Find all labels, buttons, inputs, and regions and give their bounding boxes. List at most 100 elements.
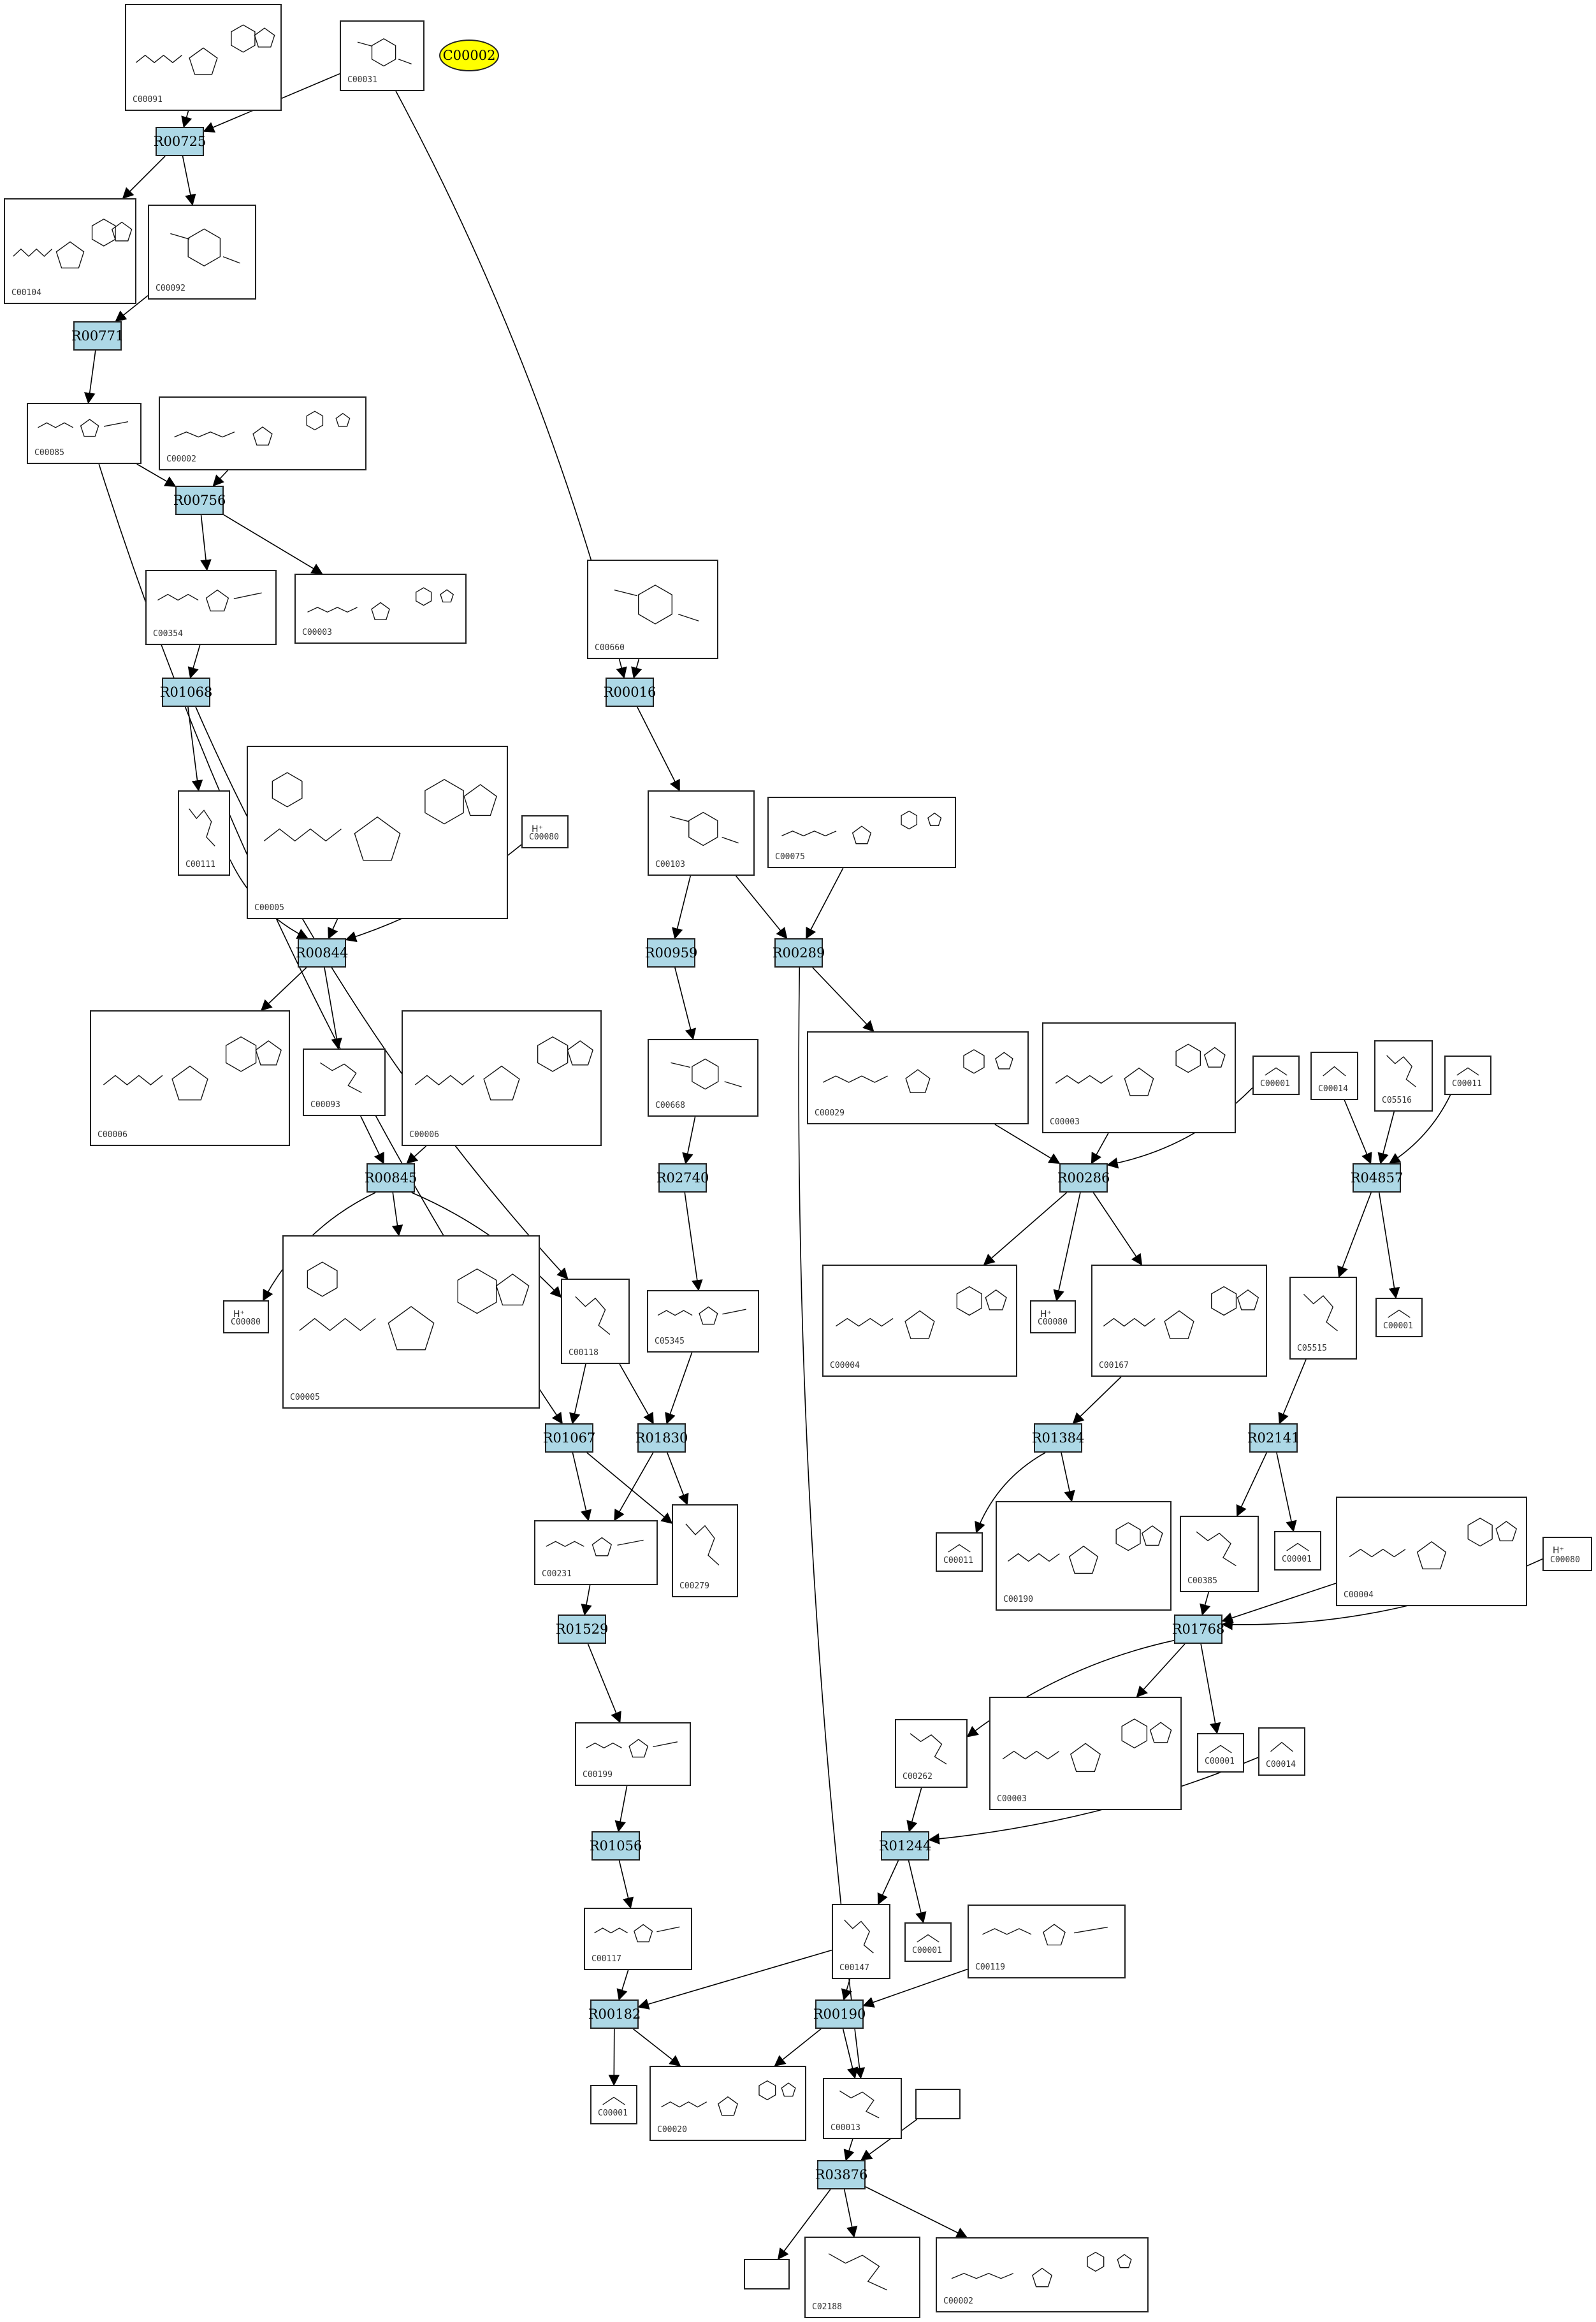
compound-c00279[interactable]: C00279 — [672, 1504, 738, 1597]
compound-c00147[interactable]: C00147 — [832, 1904, 890, 1979]
compound-blank2[interactable] — [744, 2259, 790, 2289]
reaction-r01830[interactable]: R01830 — [635, 1423, 688, 1453]
compound-c00004a[interactable]: C00004 — [822, 1265, 1017, 1377]
compound-c00080a[interactable]: H⁺C00080 — [521, 815, 569, 848]
reaction-r02740[interactable]: R02740 — [657, 1163, 709, 1193]
compound-c00354[interactable]: C00354 — [145, 570, 277, 645]
edge-R01068-to-c00118 — [195, 706, 569, 1280]
compound-id-label: C00011 — [1452, 1079, 1482, 1089]
compound-c05516[interactable]: C05516 — [1374, 1040, 1433, 1112]
compound-c00029[interactable]: C00029 — [807, 1031, 1029, 1124]
compound-c00003b[interactable]: C00003 — [1042, 1022, 1236, 1133]
edge-c00119-to-R00190 — [862, 1968, 968, 2008]
edge-R00286-to-c00167 — [1092, 1192, 1143, 1266]
edge-R02141-to-c00385 — [1236, 1452, 1268, 1517]
reaction-r01244[interactable]: R01244 — [879, 1831, 931, 1861]
edge-R03876-to-c02188 — [843, 2189, 858, 2238]
compound-c00002b[interactable]: C00002 — [936, 2237, 1149, 2312]
compound-c00231[interactable]: C00231 — [534, 1520, 658, 1585]
reaction-r01529[interactable]: R01529 — [556, 1615, 608, 1644]
reaction-r01768[interactable]: R01768 — [1172, 1615, 1224, 1644]
reaction-r00016[interactable]: R00016 — [604, 678, 656, 707]
compound-c00167[interactable]: C00167 — [1091, 1265, 1267, 1377]
compound-c00006a[interactable]: C00006 — [90, 1010, 290, 1146]
structure-drawing — [299, 1261, 530, 1351]
compound-c00091[interactable]: C00091 — [125, 4, 282, 111]
edge-R01830-to-c00231 — [614, 1452, 654, 1521]
structure-drawing — [1002, 1718, 1172, 1773]
compound-c00085[interactable]: C00085 — [27, 403, 141, 464]
compound-c00093[interactable]: C00093 — [303, 1049, 386, 1116]
reaction-r03876[interactable]: R03876 — [815, 2160, 867, 2189]
structure-drawing — [828, 2253, 888, 2291]
reaction-r00844[interactable]: R00844 — [296, 938, 348, 968]
compound-c00111[interactable]: C00111 — [178, 790, 230, 876]
reaction-r00286[interactable]: R00286 — [1057, 1163, 1110, 1193]
compound-c00006b[interactable]: C00006 — [402, 1010, 602, 1146]
compound-c00011a[interactable]: C00011 — [1444, 1056, 1491, 1095]
compound-c00117[interactable]: C00117 — [584, 1908, 692, 1970]
reaction-r02141[interactable]: R02141 — [1247, 1423, 1300, 1453]
structure-drawing — [781, 810, 942, 845]
compound-c05345[interactable]: C05345 — [647, 1290, 759, 1353]
compound-id-label: C00001 — [1205, 1757, 1235, 1766]
reaction-r00959[interactable]: R00959 — [645, 938, 697, 968]
compound-id-label: C05515 — [1297, 1344, 1327, 1353]
compound-c00013[interactable]: C00013 — [823, 2078, 902, 2139]
compound-c00005a[interactable]: C00005 — [247, 746, 508, 919]
compound-c00104[interactable]: C00104 — [4, 198, 136, 304]
compound-c00031[interactable]: C00031 — [340, 20, 424, 91]
structure-drawing — [415, 1036, 593, 1101]
legend-compound-oval[interactable]: C00002 — [439, 40, 499, 71]
compound-c00119[interactable]: C00119 — [968, 1905, 1126, 1978]
compound-c00080b[interactable]: H⁺C00080 — [223, 1300, 269, 1333]
compound-c00075[interactable]: C00075 — [767, 797, 956, 868]
reaction-r04857[interactable]: R04857 — [1351, 1163, 1403, 1193]
reaction-r00845[interactable]: R00845 — [365, 1163, 417, 1193]
compound-c00020[interactable]: C00020 — [649, 2066, 806, 2141]
reaction-r01384[interactable]: R01384 — [1032, 1423, 1084, 1453]
compound-c00103[interactable]: C00103 — [648, 790, 755, 876]
compound-c00080d[interactable]: H⁺C00080 — [1542, 1537, 1592, 1571]
compound-c00668[interactable]: C00668 — [648, 1039, 758, 1117]
compound-c00001d[interactable]: C00001 — [1197, 1733, 1244, 1773]
structure-drawing — [157, 589, 262, 612]
compound-c00001e[interactable]: C00001 — [904, 1922, 952, 1962]
edge-R01244-to-c00147 — [877, 1860, 899, 1905]
compound-c00005b[interactable]: C00005 — [282, 1235, 540, 1409]
compound-c00001f[interactable]: C00001 — [590, 2085, 637, 2124]
reaction-r00289[interactable]: R00289 — [773, 938, 825, 968]
compound-c00001b[interactable]: C00001 — [1375, 1298, 1423, 1337]
structure-drawing — [917, 1934, 939, 1943]
reaction-r00190[interactable]: R00190 — [813, 1999, 866, 2029]
structure-drawing — [1209, 1745, 1232, 1753]
compound-c00014a[interactable]: C00014 — [1310, 1052, 1358, 1100]
reaction-r01068[interactable]: R01068 — [160, 678, 212, 707]
compound-c00262[interactable]: C00262 — [895, 1719, 968, 1788]
reaction-r00756[interactable]: R00756 — [173, 486, 226, 515]
compound-c00004b[interactable]: C00004 — [1336, 1497, 1527, 1606]
compound-c00003a[interactable]: C00003 — [294, 574, 467, 644]
compound-c02188[interactable]: C02188 — [804, 2237, 920, 2318]
compound-c00002a[interactable]: C00002 — [159, 396, 366, 470]
compound-c00080c[interactable]: H⁺C00080 — [1030, 1300, 1076, 1333]
compound-c00199[interactable]: C00199 — [575, 1722, 691, 1786]
compound-c00001c[interactable]: C00001 — [1274, 1531, 1321, 1571]
compound-c00660[interactable]: C00660 — [587, 560, 718, 659]
compound-c00092[interactable]: C00092 — [148, 205, 256, 300]
reaction-r00771[interactable]: R00771 — [71, 321, 124, 351]
compound-blank1[interactable] — [915, 2089, 961, 2119]
compound-c00001a[interactable]: C00001 — [1252, 1056, 1300, 1095]
compound-c00118[interactable]: C00118 — [561, 1279, 630, 1364]
edge-R00725-to-c00104 — [122, 156, 166, 200]
reaction-r00725[interactable]: R00725 — [154, 127, 206, 156]
compound-c05515[interactable]: C05515 — [1289, 1277, 1357, 1360]
reaction-r01056[interactable]: R01056 — [590, 1831, 642, 1861]
reaction-r01067[interactable]: R01067 — [543, 1423, 595, 1453]
compound-c00014b[interactable]: C00014 — [1258, 1727, 1305, 1776]
compound-c00385[interactable]: C00385 — [1180, 1516, 1259, 1592]
reaction-r00182[interactable]: R00182 — [588, 1999, 641, 2029]
compound-c00003c[interactable]: C00003 — [989, 1697, 1182, 1810]
compound-c00011b[interactable]: C00011 — [936, 1532, 983, 1572]
compound-c00190[interactable]: C00190 — [996, 1501, 1172, 1611]
